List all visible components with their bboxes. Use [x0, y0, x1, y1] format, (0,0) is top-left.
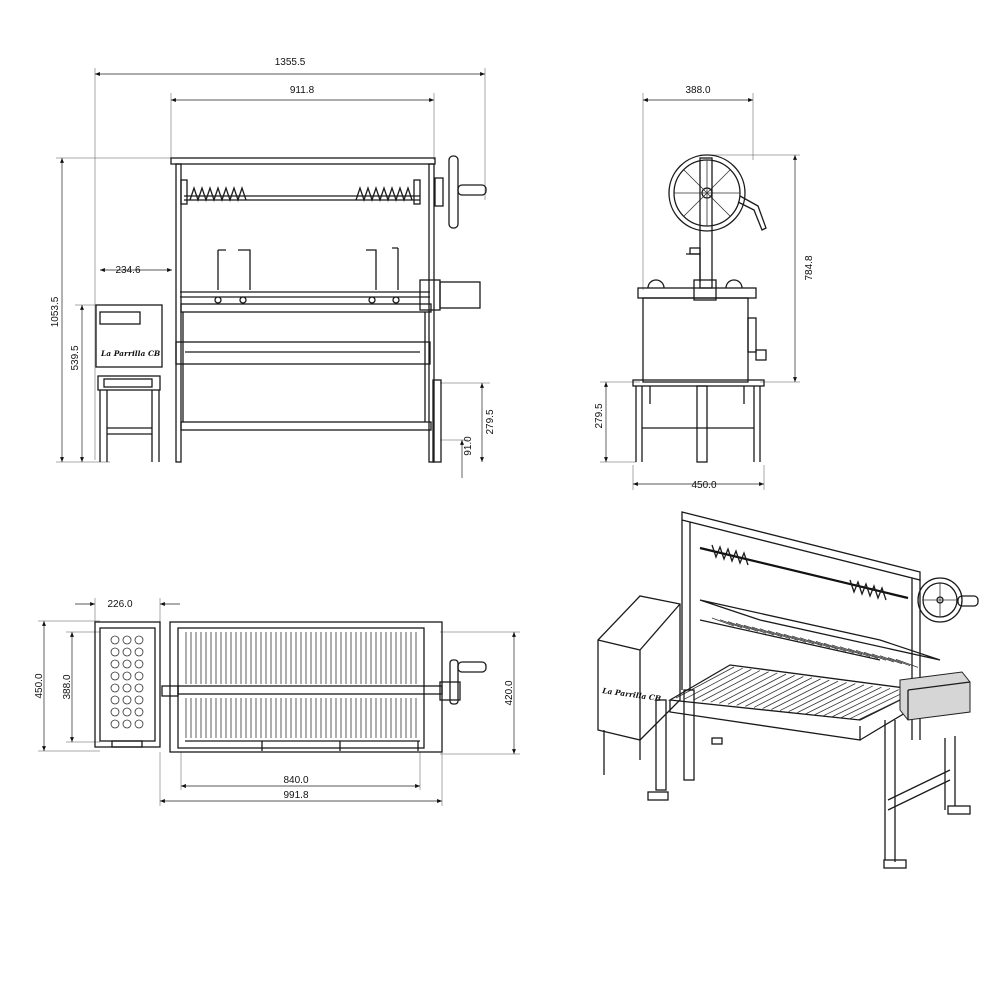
grate-bar [815, 641, 839, 650]
grate-bar [799, 637, 823, 647]
grate-bar [855, 650, 879, 659]
dim-grill-width: 911.8 [290, 85, 315, 96]
grate-bar [823, 686, 882, 717]
grate-bar [751, 626, 775, 636]
grate-bar [693, 669, 752, 701]
grate-bar [791, 635, 815, 645]
dim-base-height: 279.5 [594, 403, 605, 428]
top-view: 226.0 450.0 388.0 420.0 840.0 991.8 [34, 598, 520, 806]
dim-wheel-height: 784.8 [804, 255, 815, 280]
grate-bar [736, 674, 795, 706]
grate-bar [753, 677, 813, 708]
grate-bar [719, 619, 743, 629]
grate-bar [797, 683, 856, 714]
grate-bar [727, 621, 751, 630]
front-frame [170, 155, 487, 463]
side-structure [632, 154, 767, 463]
isometric-view: La Parrilla CB [597, 511, 979, 869]
grate-bar [840, 689, 899, 719]
grate-bar [727, 673, 787, 705]
dim-side-box-offset: 234.6 [115, 265, 140, 276]
grate-bar [831, 644, 855, 654]
grate-bar [849, 690, 908, 720]
grate-bar [779, 680, 839, 711]
grate-bar [847, 648, 871, 657]
iso-grill [667, 599, 971, 741]
front-view: 1355.5 911.8 1053.5 539.5 234.6 279.5 91… [50, 57, 496, 478]
grate-bar [745, 676, 804, 707]
grate-bar [839, 646, 863, 656]
dim-side-box-width: 226.0 [107, 599, 132, 610]
side-view: 388.0 784.8 279.5 450.0 [594, 85, 815, 491]
iso-side-box: La Parrilla CB [597, 595, 681, 775]
grate-bar [767, 630, 791, 639]
top-dimensions: 226.0 450.0 388.0 420.0 840.0 991.8 [34, 598, 520, 806]
grate-bar [895, 659, 919, 668]
grate-bar [863, 651, 887, 661]
iso-legs [647, 689, 971, 869]
grate-bar [823, 642, 847, 652]
grate-bar [775, 632, 799, 641]
dim-grill-depth: 420.0 [504, 680, 515, 705]
grate-bar [805, 684, 865, 715]
dim-grill-outer-width: 991.8 [283, 790, 308, 801]
grate-bar [788, 682, 847, 712]
dim-grill-inner-width: 840.0 [283, 775, 308, 786]
dim-overall-depth: 450.0 [34, 673, 45, 698]
dim-overall-width: 1355.5 [275, 57, 306, 68]
front-dimensions: 1355.5 911.8 1053.5 539.5 234.6 279.5 91… [50, 57, 496, 478]
top-grill-body [161, 621, 487, 753]
grate-bar [711, 617, 735, 627]
dim-overall-height: 1053.5 [50, 296, 61, 327]
front-brand-label: La Parrilla CB [100, 349, 160, 358]
grate-bar [735, 623, 759, 632]
grate-bar [887, 657, 911, 666]
dim-side-box-depth: 388.0 [62, 674, 73, 699]
grate-bar [710, 671, 769, 703]
side-dimensions: 388.0 784.8 279.5 450.0 [594, 85, 815, 491]
grate-bar [743, 624, 767, 634]
grate-bar [814, 685, 873, 716]
grate-bar [871, 653, 895, 663]
iso-brand-label: La Parrilla CB [601, 686, 662, 703]
grate-bar [719, 672, 778, 704]
grate-bar [701, 670, 761, 702]
grate-bar [759, 628, 783, 638]
dim-grill-bottom-height: 279.5 [485, 409, 496, 434]
grate-bar [675, 666, 735, 699]
dim-side-box-height: 539.5 [70, 345, 81, 370]
grate-bar [771, 679, 830, 710]
front-side-box: La Parrilla CB [95, 304, 163, 462]
top-side-box [94, 621, 161, 748]
grate-bar [879, 655, 903, 665]
dim-top-width: 388.0 [685, 85, 710, 96]
dim-foot-height: 91.0 [463, 436, 474, 456]
grate-bar [783, 633, 807, 643]
grate-bar [807, 639, 831, 648]
dim-base-width: 450.0 [691, 480, 716, 491]
grate-bar [762, 678, 821, 709]
grate-bar [831, 688, 891, 718]
